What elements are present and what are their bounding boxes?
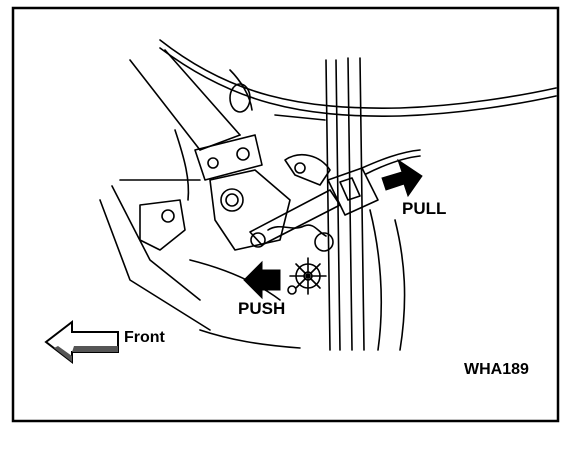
- figure-code: WHA189: [464, 361, 529, 378]
- push-arrow-icon: [243, 260, 281, 300]
- figure-frame: [11, 6, 560, 423]
- pull-label: PULL: [402, 199, 447, 218]
- front-label: Front: [124, 329, 165, 346]
- mechanism-drawing: [99, 39, 557, 351]
- pull-arrow-icon: [381, 158, 423, 198]
- front-arrow-icon: [44, 319, 119, 365]
- push-label: PUSH: [238, 299, 286, 318]
